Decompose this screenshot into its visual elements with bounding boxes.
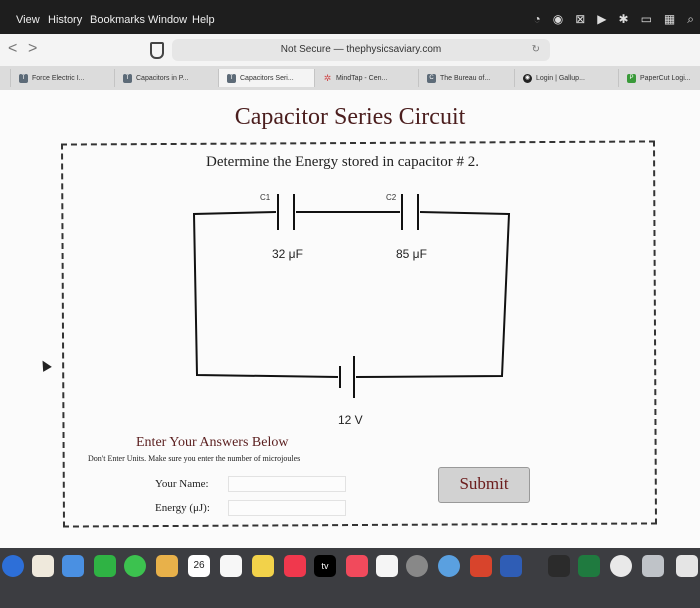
address-bar[interactable]: Not Secure — thephysicsaviary.com ↻: [172, 39, 550, 61]
tab-label: MindTap - Cen...: [336, 74, 388, 82]
tab-capacitors-series[interactable]: T Capacitors Seri...: [218, 69, 314, 87]
safari-icon[interactable]: [2, 555, 24, 577]
bluetooth-icon[interactable]: ✱: [618, 12, 629, 26]
tab-favicon-icon: ◉: [523, 73, 532, 83]
page-title: Capacitor Series Circuit: [234, 104, 466, 130]
powerpoint-icon[interactable]: [470, 555, 492, 577]
capacitor-c2-symbol: [401, 194, 419, 230]
screenshot-icon[interactable]: ⊠: [575, 12, 586, 26]
tab-force-electric[interactable]: T Force Electric I...: [10, 69, 114, 87]
back-button[interactable]: <: [8, 40, 18, 57]
c1-name: C1: [260, 193, 271, 202]
menu-help[interactable]: Help: [192, 14, 215, 26]
tab-capacitors-parallel[interactable]: T Capacitors in P...: [114, 69, 218, 87]
tab-label: Force Electric I...: [32, 74, 85, 82]
tab-label: Login | Gallup...: [536, 74, 585, 82]
chrome-icon[interactable]: ◉: [552, 12, 564, 26]
submit-button[interactable]: Submit: [438, 467, 530, 503]
battery-icon[interactable]: ▭: [640, 12, 652, 26]
menu-bar: View History Bookmarks Window Help ◔ ◉ ⊠…: [0, 0, 700, 34]
name-input[interactable]: [228, 476, 346, 492]
address-text: Not Secure — thephysicsaviary.com: [280, 44, 442, 55]
menu-history[interactable]: History: [48, 14, 83, 26]
energy-input[interactable]: [228, 500, 346, 516]
question-text: Determine the Energy stored in capacitor…: [206, 154, 479, 170]
answers-heading: Enter Your Answers Below: [136, 435, 289, 450]
zoom-icon[interactable]: [548, 555, 570, 577]
music-icon[interactable]: [284, 555, 306, 577]
settings-icon[interactable]: [406, 555, 428, 577]
tv-icon[interactable]: tv: [314, 555, 336, 577]
globe-icon[interactable]: [438, 555, 460, 577]
tab-favicon-icon: T: [227, 73, 236, 83]
tab-gallup[interactable]: ◉ Login | Gallup...: [514, 69, 618, 87]
menu-bookmarks[interactable]: Bookmarks: [90, 14, 146, 26]
tab-favicon-icon: ✲: [323, 72, 332, 83]
reload-icon[interactable]: ↻: [531, 44, 540, 55]
news-icon[interactable]: [346, 555, 368, 577]
tab-favicon-icon: T: [19, 73, 28, 83]
menu-view[interactable]: View: [16, 14, 40, 26]
calendar-icon[interactable]: 26: [188, 555, 210, 577]
circuit-diagram: C1 C2 32 μF 85 μF 12 V: [192, 193, 511, 427]
shield-icon[interactable]: [150, 42, 164, 59]
battery-symbol: [339, 356, 355, 398]
tab-label: Capacitors in P...: [136, 74, 189, 82]
pages-icon[interactable]: [376, 555, 398, 577]
word-icon[interactable]: [500, 555, 522, 577]
launchpad-icon[interactable]: [32, 555, 54, 577]
mail-icon[interactable]: [62, 555, 84, 577]
photos-icon[interactable]: [156, 555, 178, 577]
tab-bar: T Force Electric I... T Capacitors in P...…: [0, 66, 700, 91]
tab-favicon-icon: P: [627, 73, 636, 83]
c2-value: 85 μF: [396, 247, 427, 261]
tab-favicon-icon: C: [427, 73, 436, 83]
forward-button[interactable]: >: [28, 40, 38, 57]
facetime-icon[interactable]: [94, 555, 116, 577]
circuit-wires: [192, 211, 511, 378]
energy-label: Energy (μJ):: [155, 502, 210, 514]
tab-favicon-icon: T: [123, 73, 132, 83]
excel-icon[interactable]: [578, 555, 600, 577]
c1-value: 32 μF: [272, 247, 303, 261]
keyboard-icon[interactable]: ▦: [663, 12, 676, 26]
reminders-icon[interactable]: [220, 555, 242, 577]
play-icon[interactable]: ▶: [597, 12, 607, 26]
app-icon[interactable]: ◔: [533, 12, 541, 26]
tab-mindtap[interactable]: ✲ MindTap - Cen...: [314, 69, 418, 87]
status-icons: ◔ ◉ ⊠ ▶ ✱ ▭ ▦ ⌕: [533, 12, 694, 27]
tab-bureau[interactable]: C The Bureau of...: [418, 69, 514, 87]
menu-window[interactable]: Window: [148, 14, 188, 26]
preview-icon[interactable]: [642, 555, 664, 577]
tab-label: Capacitors Seri...: [240, 74, 294, 82]
search-icon[interactable]: ⌕: [687, 12, 694, 26]
mouse-pointer-icon: [38, 358, 52, 372]
notes-icon[interactable]: [252, 555, 274, 577]
tab-label: The Bureau of...: [440, 74, 491, 82]
chrome-dock-icon[interactable]: [610, 555, 632, 577]
tab-papercut[interactable]: P PaperCut Logi...: [618, 69, 700, 87]
answers-note: Don't Enter Units. Make sure you enter t…: [88, 454, 301, 463]
tab-label: PaperCut Logi...: [640, 74, 691, 82]
c2-name: C2: [386, 193, 397, 202]
browser-toolbar: < > Not Secure — thephysicsaviary.com ↻: [0, 34, 700, 67]
messages-icon[interactable]: [124, 555, 146, 577]
dock: 26 tv: [0, 548, 700, 608]
page-content: Capacitor Series Circuit Determine the E…: [0, 90, 700, 548]
battery-value: 12 V: [338, 413, 363, 427]
trash-icon[interactable]: [676, 555, 698, 577]
name-label: Your Name:: [155, 478, 209, 490]
capacitor-c1-symbol: [277, 194, 295, 230]
